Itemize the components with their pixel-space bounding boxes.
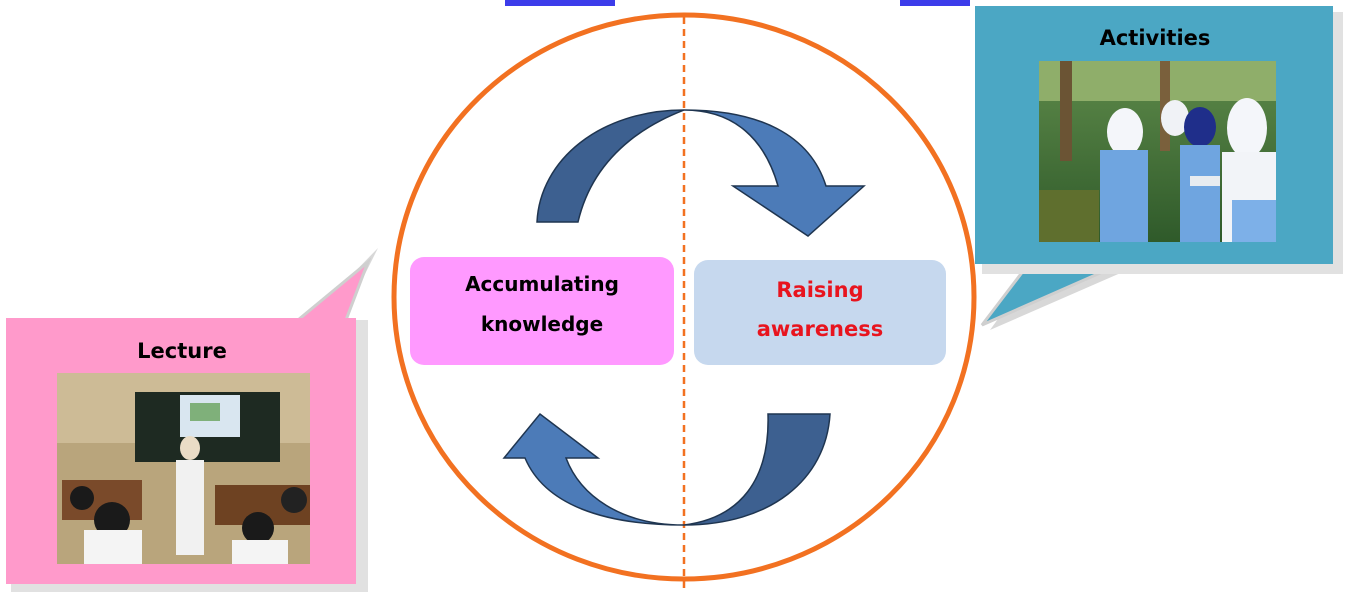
lecture-title: Lecture: [137, 339, 227, 363]
accumulating-knowledge-line1: Accumulating: [465, 272, 619, 296]
accumulating-knowledge-line2: knowledge: [481, 312, 603, 336]
top-cycle-arrow: [536, 109, 866, 237]
raising-awareness-line2: awareness: [757, 317, 884, 341]
classroom-photo-icon: [57, 373, 310, 564]
raising-awareness-line1: Raising: [776, 278, 863, 302]
accumulating-knowledge-box: Accumulating knowledge: [410, 257, 674, 365]
lecture-callout: Lecture: [6, 248, 378, 592]
activities-callout: Activities: [975, 6, 1343, 330]
activities-title: Activities: [1100, 26, 1211, 50]
title-remnant: [505, 0, 970, 6]
bottom-cycle-arrow: [502, 412, 831, 526]
field-activity-photo-icon: [1039, 61, 1276, 242]
raising-awareness-box: Raising awareness: [694, 260, 946, 365]
